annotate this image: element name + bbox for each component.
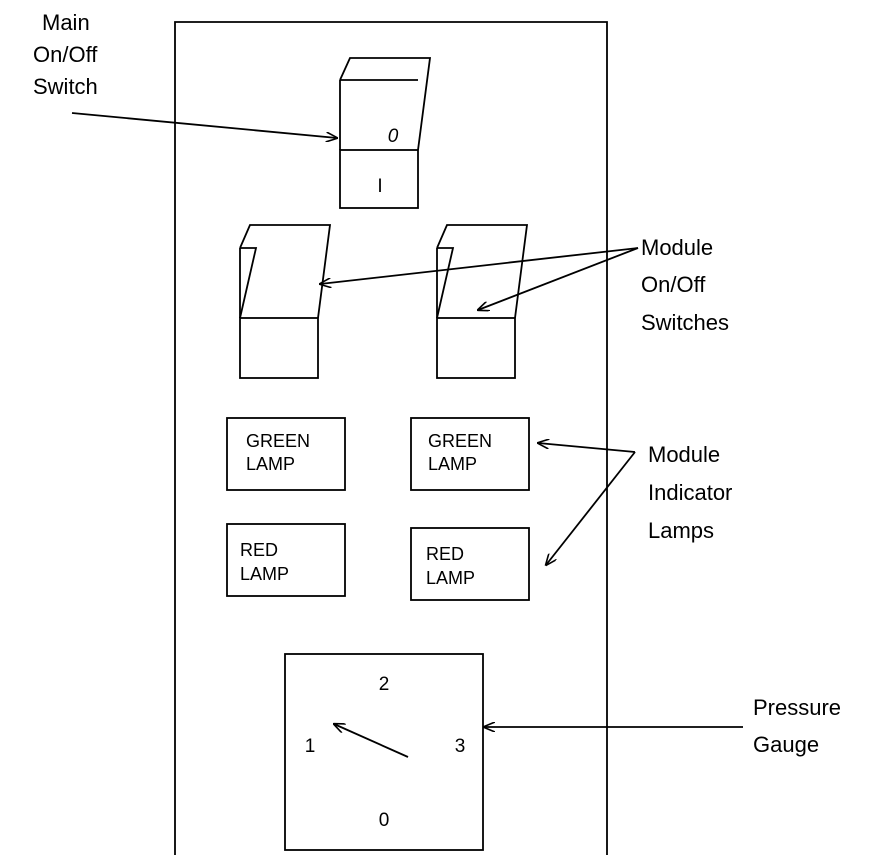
callout-line: Lamps [648, 518, 714, 543]
lamp-label-line2: LAMP [428, 454, 477, 474]
callout-module-switches: Module On/Off Switches [641, 235, 729, 335]
callout-main-switch: Main On/Off Switch [33, 10, 98, 99]
leader-arrow-green-lamp [538, 443, 636, 453]
lamp-label-line1: RED [240, 540, 278, 560]
main-switch-on-symbol: I [377, 176, 382, 197]
gauge-tick-2: 2 [379, 674, 390, 695]
lamp-label-line2: LAMP [426, 568, 475, 588]
lamp-green-right: GREEN LAMP [410, 417, 530, 491]
leader-arrow-module-switch-right [478, 247, 639, 310]
lamp-label-line1: GREEN [428, 431, 492, 451]
gauge-tick-0: 0 [379, 810, 390, 831]
callout-module-lamps: Module Indicator Lamps [648, 442, 732, 543]
module-switch-right[interactable] [436, 224, 529, 379]
lamp-label-line2: LAMP [246, 454, 295, 474]
main-switch-off-symbol: 0 [388, 126, 399, 147]
callout-line: Pressure [753, 695, 841, 720]
panel-outline [174, 21, 608, 855]
lamp-label-line2: LAMP [240, 564, 289, 584]
callout-line: Gauge [753, 732, 819, 757]
lamp-red-right: RED LAMP [410, 527, 530, 601]
lamp-label-line1: RED [426, 544, 464, 564]
callout-line: On/Off [641, 272, 706, 297]
gauge-needle [334, 724, 409, 758]
leader-arrow-red-lamp [546, 451, 636, 565]
leader-arrow-module-switch-left [320, 247, 639, 284]
main-on-off-switch[interactable]: 0 I [339, 57, 432, 209]
callout-line: Module [641, 235, 713, 260]
gauge-tick-3: 3 [455, 736, 466, 757]
callout-line: On/Off [33, 42, 98, 67]
pressure-gauge: 2 1 3 0 [284, 653, 484, 851]
callout-line: Switch [33, 74, 98, 99]
lamp-green-left: GREEN LAMP [226, 417, 346, 491]
module-switch-left[interactable] [239, 224, 332, 379]
callout-line: Indicator [648, 480, 732, 505]
leader-arrow-main-switch [71, 112, 337, 138]
callout-line: Switches [641, 310, 729, 335]
lamp-red-left: RED LAMP [226, 523, 346, 597]
gauge-tick-1: 1 [305, 736, 316, 757]
callout-line: Module [648, 442, 720, 467]
callout-line: Main [42, 10, 90, 35]
lamp-label-line1: GREEN [246, 431, 310, 451]
callout-pressure-gauge: Pressure Gauge [753, 695, 841, 757]
